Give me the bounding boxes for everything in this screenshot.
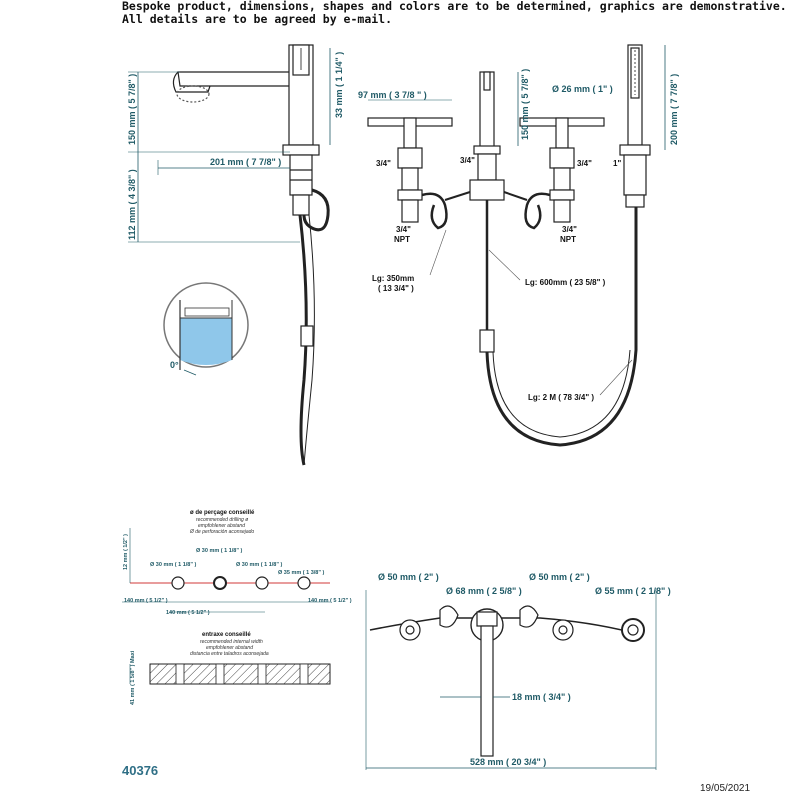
top-dia-50-left: Ø 50 mm ( 2" ) — [378, 572, 439, 582]
lg-2m: Lg: 2 M ( 78 3/4" ) — [528, 393, 594, 402]
drilling-sub-3: Ø de perforación aconsejado — [189, 529, 254, 535]
drill-s140-right: 140 mm ( 5 1/2" ) — [308, 598, 352, 604]
drill-s140-mid: 140 mm ( 5 1/2" ) — [166, 610, 210, 616]
lg-350-b: ( 13 3/4" ) — [378, 284, 414, 293]
entraxe-title: entraxe conseillé — [202, 632, 251, 638]
front-dim-200: 200 mm ( 7 7/8" ) — [669, 74, 679, 145]
side-dim-201: 201 mm ( 7 7/8" ) — [210, 157, 281, 167]
entraxe-sub-3: distancia entre taladros aconsejada — [190, 651, 269, 657]
npt-right-a: 3/4" — [562, 225, 577, 234]
side-dim-150: 150 mm ( 5 7/8" ) — [127, 74, 137, 145]
side-view — [128, 44, 331, 466]
thread-right: 3/4" — [577, 159, 592, 168]
drill-d35: Ø 35 mm ( 1 3/8" ) — [278, 570, 324, 576]
top-view — [365, 590, 657, 770]
side-dim-112: 112 mm ( 4 3/8" ) — [127, 169, 137, 240]
detail-angle: 0° — [170, 360, 179, 370]
npt-left-b: NPT — [394, 235, 410, 244]
front-dim-150: 150 mm ( 5 7/8" ) — [520, 69, 530, 140]
disclaimer-line-1: Bespoke product, dimensions, shapes and … — [122, 0, 787, 13]
product-reference: 40376 — [122, 763, 159, 778]
drill-d30-c: Ø 30 mm ( 1 1/8" ) — [236, 562, 282, 568]
drilling-diagram — [122, 528, 331, 685]
lg-350-a: Lg: 350mm — [372, 274, 414, 283]
front-view — [367, 44, 666, 447]
drill-h12: 12 mm ( 1/2" ) — [123, 534, 129, 570]
disclaimer: Bespoke product, dimensions, shapes and … — [122, 0, 787, 26]
npt-right-b: NPT — [560, 235, 576, 244]
drill-s140-left: 140 mm ( 5 1/2" ) — [124, 598, 168, 604]
detail-circle — [163, 282, 249, 376]
npt-left-a: 3/4" — [396, 225, 411, 234]
top-dia-55: Ø 55 mm ( 2 1/8" ) — [595, 586, 671, 596]
entraxe-sub-2: empfohlener abstand — [206, 645, 253, 651]
lg-600: Lg: 600mm ( 23 5/8" ) — [525, 278, 606, 287]
disclaimer-line-2: All details are to be agreed by e-mail. — [122, 12, 393, 26]
side-dim-33: 33 mm ( 1 1/4" ) — [334, 52, 344, 118]
front-dia-26: Ø 26 mm ( 1" ) — [552, 84, 613, 94]
top-dim-528: 528 mm ( 20 3/4" ) — [470, 757, 546, 767]
front-dim-97: 97 mm ( 3 7/8 " ) — [358, 90, 427, 100]
drill-d30-a: Ø 30 mm ( 1 1/8" ) — [196, 548, 242, 554]
drill-h41: 41 mm ( 1 5/8" ) Maxi — [130, 650, 136, 705]
entraxe-sub-1: recommended internal width — [200, 639, 263, 645]
drilling-sub-1: recommended drilling ø — [196, 517, 248, 523]
top-dim-18: 18 mm ( 3/4" ) — [512, 692, 571, 702]
top-dia-50-right: Ø 50 mm ( 2" ) — [529, 572, 590, 582]
drilling-title: ø de perçage conseillé — [190, 510, 255, 516]
thread-center: 3/4" — [460, 156, 475, 165]
top-dia-68: Ø 68 mm ( 2 5/8" ) — [446, 586, 522, 596]
drill-d30-b: Ø 30 mm ( 1 1/8" ) — [150, 562, 196, 568]
drawing-date: 19/05/2021 — [700, 783, 751, 794]
thread-hand: 1" — [613, 159, 621, 168]
drilling-sub-2: empfohlener abstand — [198, 523, 245, 529]
thread-left: 3/4" — [376, 159, 391, 168]
